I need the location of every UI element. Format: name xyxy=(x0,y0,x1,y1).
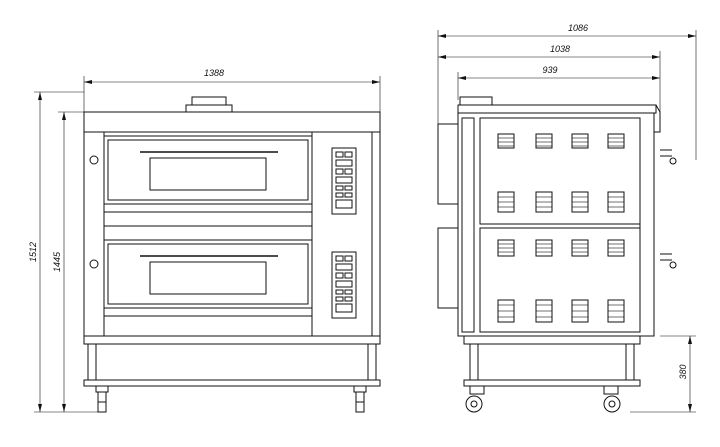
arrow-head xyxy=(652,76,660,80)
control-panel-frame xyxy=(331,147,357,215)
side-vent-grilles xyxy=(497,133,625,323)
top-vent-flue xyxy=(191,96,227,106)
upper-deck-door xyxy=(107,139,309,201)
rear-duct-upper xyxy=(437,123,459,205)
side-top-panel xyxy=(457,104,657,114)
vent-icon xyxy=(497,191,515,213)
upper-deck-sill xyxy=(103,203,313,213)
stand-top-rail xyxy=(83,335,381,345)
arrow-head xyxy=(372,80,380,84)
vent-icon xyxy=(607,299,625,323)
arrow-head xyxy=(38,404,42,412)
oven-top-panel xyxy=(83,111,381,133)
front-width-label: 1388 xyxy=(204,68,224,78)
side-depth-body-label: 939 xyxy=(542,65,557,75)
lower-deck-sill xyxy=(103,307,313,317)
side-stand-bottom-rail xyxy=(463,379,641,387)
side-stand-leg-front xyxy=(625,343,635,383)
arrow-head xyxy=(458,76,466,80)
side-caster-front-icon xyxy=(603,385,621,413)
side-depth-mid-label: 1038 xyxy=(550,44,570,54)
side-rear-column xyxy=(461,117,475,333)
upper-control-panel xyxy=(331,147,357,215)
arrow-head xyxy=(84,80,92,84)
vent-icon xyxy=(497,133,515,149)
vent-icon xyxy=(497,299,515,323)
side-stand-top-rail xyxy=(463,335,641,345)
arrow-head xyxy=(688,34,696,38)
arrow-head xyxy=(438,34,446,38)
arrow-head xyxy=(62,404,66,412)
lower-deck-door xyxy=(107,243,309,305)
arrow-head xyxy=(62,112,66,120)
vent-icon xyxy=(607,191,625,213)
lower-door-window xyxy=(149,261,267,295)
side-view: 1086 1038 939 380 xyxy=(437,23,697,413)
vent-icon xyxy=(571,133,589,149)
vent-icon xyxy=(497,239,515,257)
side-top-vent xyxy=(459,96,493,106)
side-door-handle-lower-icon xyxy=(660,253,677,269)
side-door-handle-upper-icon xyxy=(660,149,677,165)
side-top-front-edge xyxy=(654,104,661,133)
caster-right-icon xyxy=(353,385,367,413)
vent-icon xyxy=(571,191,589,213)
side-stand-leg-rear xyxy=(469,343,479,383)
front-body-height-label: 1445 xyxy=(52,251,62,272)
hinge-icon xyxy=(89,155,99,165)
oven-body xyxy=(83,131,381,337)
control-panel-frame xyxy=(331,251,357,319)
upper-door-window xyxy=(149,157,267,191)
vent-icon xyxy=(571,299,589,323)
lower-control-panel xyxy=(331,251,357,319)
hinge-icon xyxy=(89,259,99,269)
leg-height-label: 380 xyxy=(678,364,688,379)
arrow-head xyxy=(688,404,692,412)
arrow-head xyxy=(688,336,692,344)
vent-icon xyxy=(535,133,553,149)
vent-icon xyxy=(607,239,625,257)
top-vent-base xyxy=(185,104,233,113)
side-depth-total-label: 1086 xyxy=(568,23,588,33)
caster-left-icon xyxy=(95,385,109,413)
arrow-head xyxy=(438,55,446,59)
vent-icon xyxy=(535,299,553,323)
vent-icon xyxy=(571,239,589,257)
front-view: 1388 1512 1445 xyxy=(28,68,381,413)
side-caster-rear-icon xyxy=(465,385,485,413)
stand-bottom-rail xyxy=(83,379,381,387)
vent-icon xyxy=(535,239,553,257)
front-total-height-label: 1512 xyxy=(28,242,38,262)
arrow-head xyxy=(38,92,42,100)
vent-icon xyxy=(607,133,625,149)
arrow-head xyxy=(652,55,660,59)
rear-duct-lower xyxy=(437,227,459,309)
vent-icon xyxy=(535,191,553,213)
